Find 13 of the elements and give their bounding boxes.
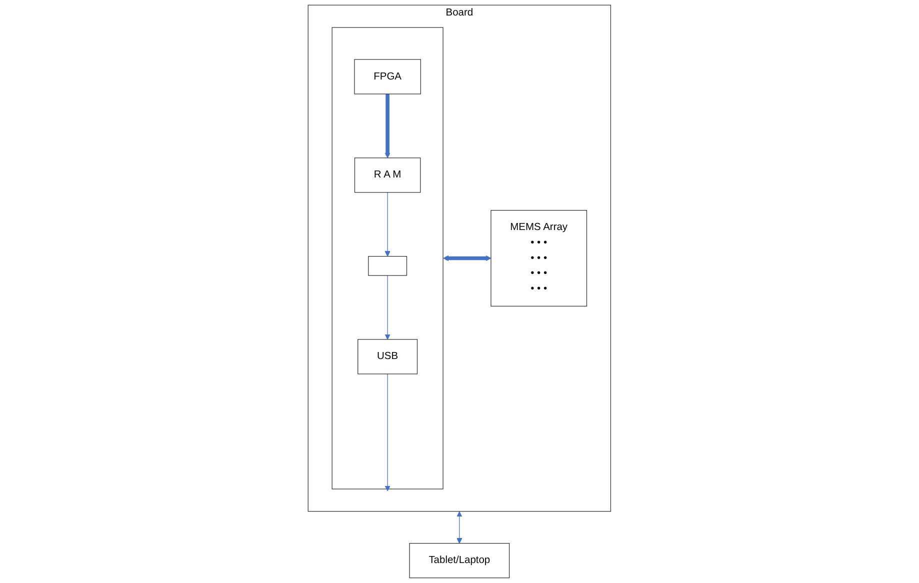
arrow bbox=[384, 275, 390, 340]
node-box: FPGA bbox=[354, 59, 422, 94]
arrow bbox=[456, 511, 462, 544]
node-box: Tablet/Laptop bbox=[409, 543, 510, 578]
node-box: USB bbox=[358, 339, 418, 374]
arrow bbox=[384, 94, 390, 158]
arrow bbox=[443, 255, 492, 262]
arrow bbox=[384, 192, 390, 257]
node-box bbox=[368, 256, 408, 276]
node-box: MEMS Array • • • • • • • • • • • • bbox=[490, 210, 588, 307]
cluster bbox=[332, 27, 444, 490]
arrow bbox=[384, 374, 390, 492]
node-box: R A M bbox=[354, 158, 421, 193]
